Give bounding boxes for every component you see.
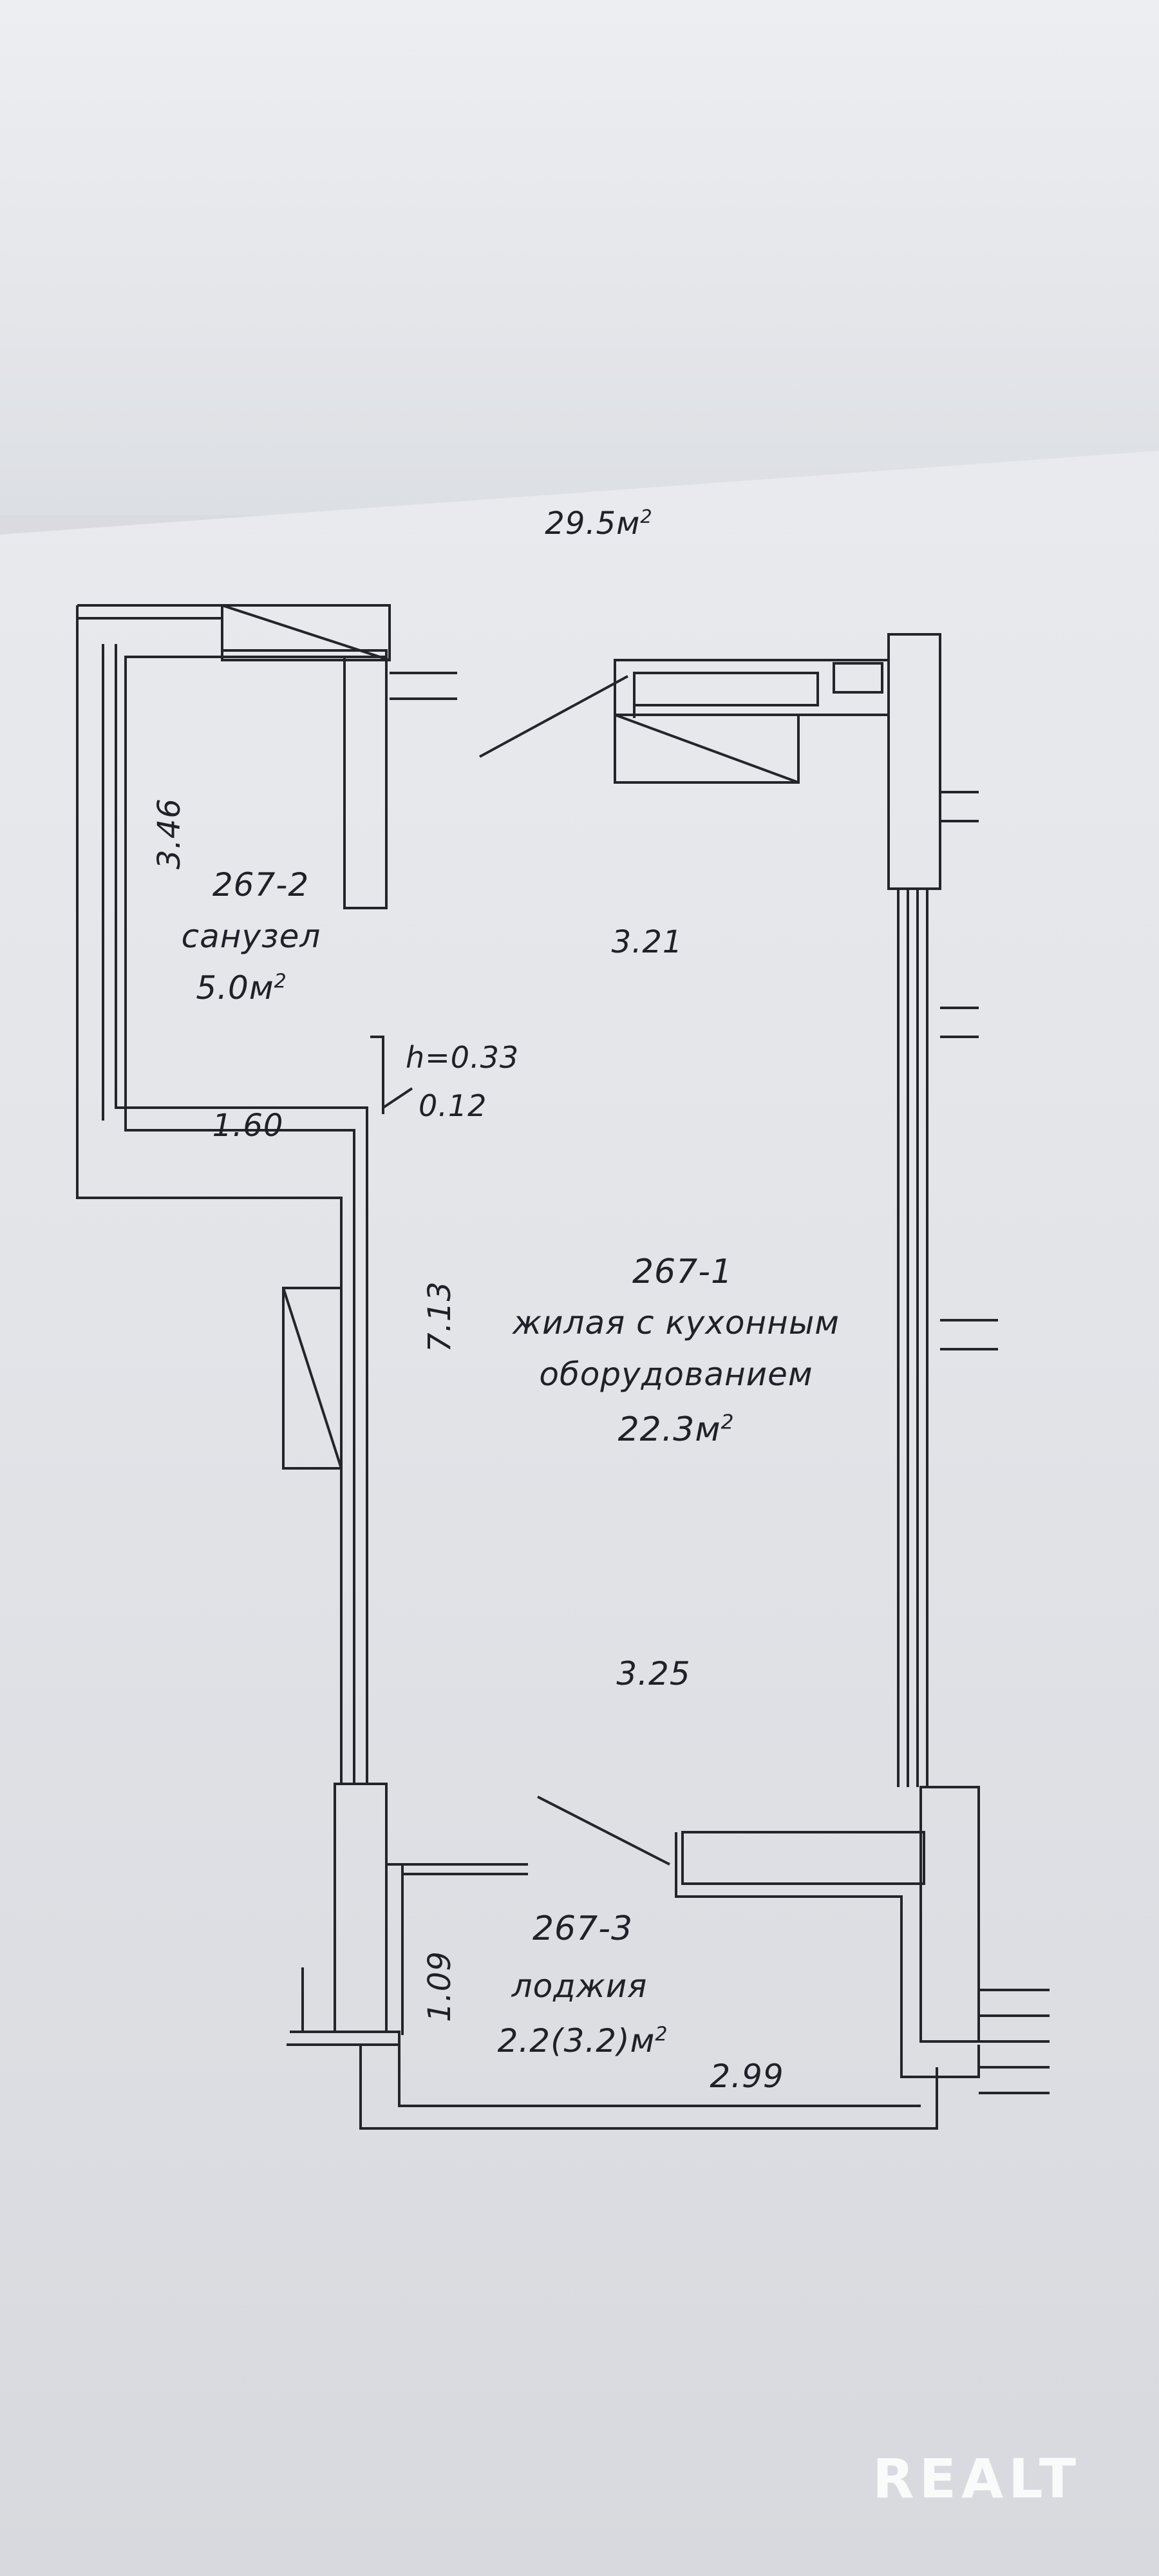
total-area-label: 29.5м2 (545, 506, 653, 542)
bathroom-name: санузел (181, 918, 321, 955)
living-room-name-line2: оборудованием (539, 1356, 813, 1393)
loggia-left-wall (334, 1783, 388, 2033)
room-top-width-dimension: 3.21 (611, 924, 683, 960)
living-room-name-line1: жилая с кухонным (512, 1304, 840, 1341)
room-length-dimension: 7.13 (422, 1281, 458, 1352)
loggia-width-dimension: 2.99 (710, 2058, 784, 2095)
right-wall-top (887, 633, 941, 890)
kitchen-window-unit (614, 659, 890, 718)
realt-watermark: REALT (872, 2447, 1081, 2510)
kitchen-counter (614, 714, 800, 784)
loggia-area: 2.2(3.2)м2 (497, 2022, 668, 2060)
bathroom-id: 267-2 (212, 866, 310, 904)
step-value-label: 0.12 (419, 1088, 487, 1123)
door-stub (390, 672, 457, 700)
loggia-outer (359, 2045, 938, 2130)
loggia-depth-dimension: 1.09 (422, 1951, 458, 2022)
bathroom-wall-inner (76, 644, 368, 1784)
room-bottom-width-dimension: 3.25 (616, 1655, 691, 1692)
partition-post (370, 1036, 384, 1114)
bath-height-dimension: 3.46 (151, 798, 187, 869)
living-room-id: 267-1 (632, 1253, 733, 1291)
right-wall-bottom (919, 1786, 980, 2043)
bath-width-dimension: 1.60 (212, 1108, 284, 1144)
living-room-area: 22.3м2 (617, 1410, 735, 1449)
kitchen-leader (479, 675, 628, 758)
loggia-name: лоджия (511, 1967, 648, 2005)
paper-sheet-main (0, 451, 1159, 2576)
loggia-left-base (287, 1967, 400, 2046)
shaft-diagonal (282, 1287, 343, 1469)
bathroom-wall-outer (76, 605, 222, 644)
bathroom-area: 5.0м2 (196, 969, 287, 1007)
bath-fixture (221, 604, 391, 661)
step-leader (382, 1087, 413, 1109)
right-wall-ticks (940, 791, 998, 1350)
loggia-sill (681, 1831, 925, 1885)
loggia-left-ticks (386, 1863, 528, 2035)
paper-sheet-back (0, 0, 1159, 515)
step-height-label: h=0.33 (406, 1040, 520, 1075)
loggia-id: 267-3 (532, 1909, 634, 1948)
loggia-right-ticks (979, 1989, 1050, 2094)
right-wall-glazing (897, 889, 928, 1787)
loggia-sill-frame (675, 1832, 980, 2078)
loggia-leader (537, 1795, 670, 1866)
kitchen-counter-diagonal (614, 714, 799, 784)
shaft-box (282, 1287, 343, 1470)
bathroom-partition (343, 656, 388, 909)
bath-fixture-diagonal (221, 604, 390, 661)
